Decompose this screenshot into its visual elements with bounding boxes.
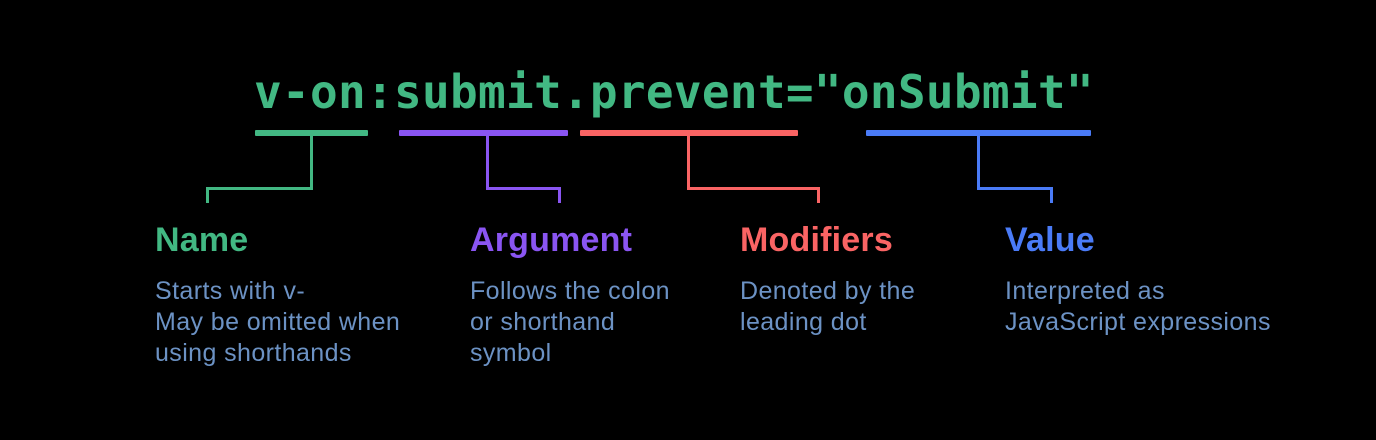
modifiers-underline xyxy=(580,130,798,136)
value-connector-stem xyxy=(977,136,980,190)
argument-connector-elbow xyxy=(486,187,561,190)
value-label: Value xyxy=(1005,221,1095,259)
modifiers-label: Modifiers xyxy=(740,221,893,259)
value-description: Interpreted as JavaScript expressions xyxy=(1005,277,1271,336)
argument-description: Follows the colon or shorthand symbol xyxy=(470,277,670,367)
name-connector-elbow xyxy=(206,187,313,190)
name-connector-tick xyxy=(206,187,209,203)
value-underline xyxy=(866,130,1091,136)
name-label: Name xyxy=(155,221,249,259)
modifiers-description: Denoted by the leading dot xyxy=(740,277,916,336)
value-connector-tick xyxy=(1050,187,1053,203)
argument-label: Argument xyxy=(470,221,633,259)
modifiers-connector-tick xyxy=(817,187,820,203)
modifiers-connector-stem xyxy=(687,136,690,190)
name-connector-stem xyxy=(310,136,313,190)
value-connector-elbow xyxy=(977,187,1053,190)
argument-connector-tick xyxy=(558,187,561,203)
name-description: Starts with v- May be omitted when using… xyxy=(155,277,401,367)
code-snippet: v-on:submit.prevent="onSubmit" xyxy=(254,65,1094,119)
argument-connector-stem xyxy=(486,136,489,190)
name-underline xyxy=(255,130,368,136)
argument-underline xyxy=(399,130,568,136)
modifiers-connector-elbow xyxy=(687,187,820,190)
